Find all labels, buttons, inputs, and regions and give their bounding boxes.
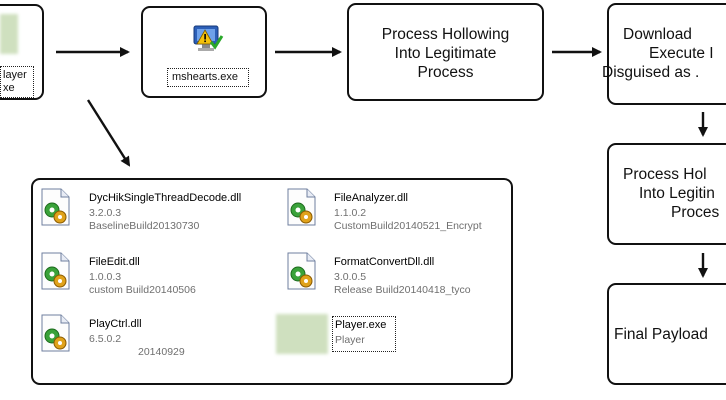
files-panel: DycHikSingleThreadDecode.dll 3.2.0.3 Bas… [31,178,513,385]
download-line-3: Disguised as . [602,64,700,81]
hollowing2-line-2: Into Legitin [639,185,715,202]
download-line-1: Download [623,26,692,43]
download-node: Download Execute I Disguised as . [602,3,726,105]
file-description: BaselineBuild20130730 [89,220,200,232]
player-label: layer xe [0,66,34,98]
file-description: 20140929 [138,346,185,358]
player-label-line1: layer [3,69,27,81]
file-version: Player [335,334,365,346]
hollowing-line-2: Into Legitimate [394,45,497,62]
player-exe-thumbnail [276,314,328,354]
hollowing2-line-1: Process Hol [623,166,707,183]
file-name: FormatConvertDll.dll [334,256,435,268]
dll-file-icon [41,314,70,352]
hollowing-line-3: Process [417,64,474,81]
file-description: custom Build20140506 [89,284,196,296]
download-line-2: Execute I [649,45,714,62]
file-name: Player.exe [335,319,387,331]
warning-monitor-icon [193,25,224,51]
final-payload-node: Final Payload [607,283,726,385]
file-version: 1.1.0.2 [334,207,367,219]
process-hollowing-2-node: Process Hol Into Legitin Proces [607,143,726,245]
hollowing2-line-3: Proces [671,204,720,221]
file-name: PlayCtrl.dll [89,318,142,330]
mshearts-label-box: mshearts.exe [167,68,249,87]
player-label-line2: xe [3,82,15,94]
dll-file-icon [287,252,316,290]
file-description: Release Build20140418_tyco [334,284,471,296]
file-version: 3.0.0.5 [334,271,367,283]
arrow-player-to-files [86,99,131,167]
process-hollowing-node: Process Hollowing Into Legitimate Proces… [347,3,544,101]
file-version: 3.2.0.3 [89,207,122,219]
dll-file-icon [41,188,70,226]
file-version: 6.5.0.2 [89,333,122,345]
player-exe-label-box: Player.exe Player [332,316,396,352]
file-name: DycHikSingleThreadDecode.dll [89,192,242,204]
dll-file-icon [41,252,70,290]
file-version: 1.0.0.3 [89,271,122,283]
file-name: FileEdit.dll [89,256,140,268]
file-description: CustomBuild20140521_Encrypt [334,220,482,232]
dll-file-icon [287,188,316,226]
player-thumbnail [0,14,18,54]
mshearts-label: mshearts.exe [172,71,239,83]
file-name: FileAnalyzer.dll [334,192,408,204]
hollowing-line-1: Process Hollowing [381,26,510,43]
mshearts-node: mshearts.exe [141,6,267,98]
player-node: layer xe [0,4,44,100]
final-payload-label: Final Payload [614,326,708,343]
